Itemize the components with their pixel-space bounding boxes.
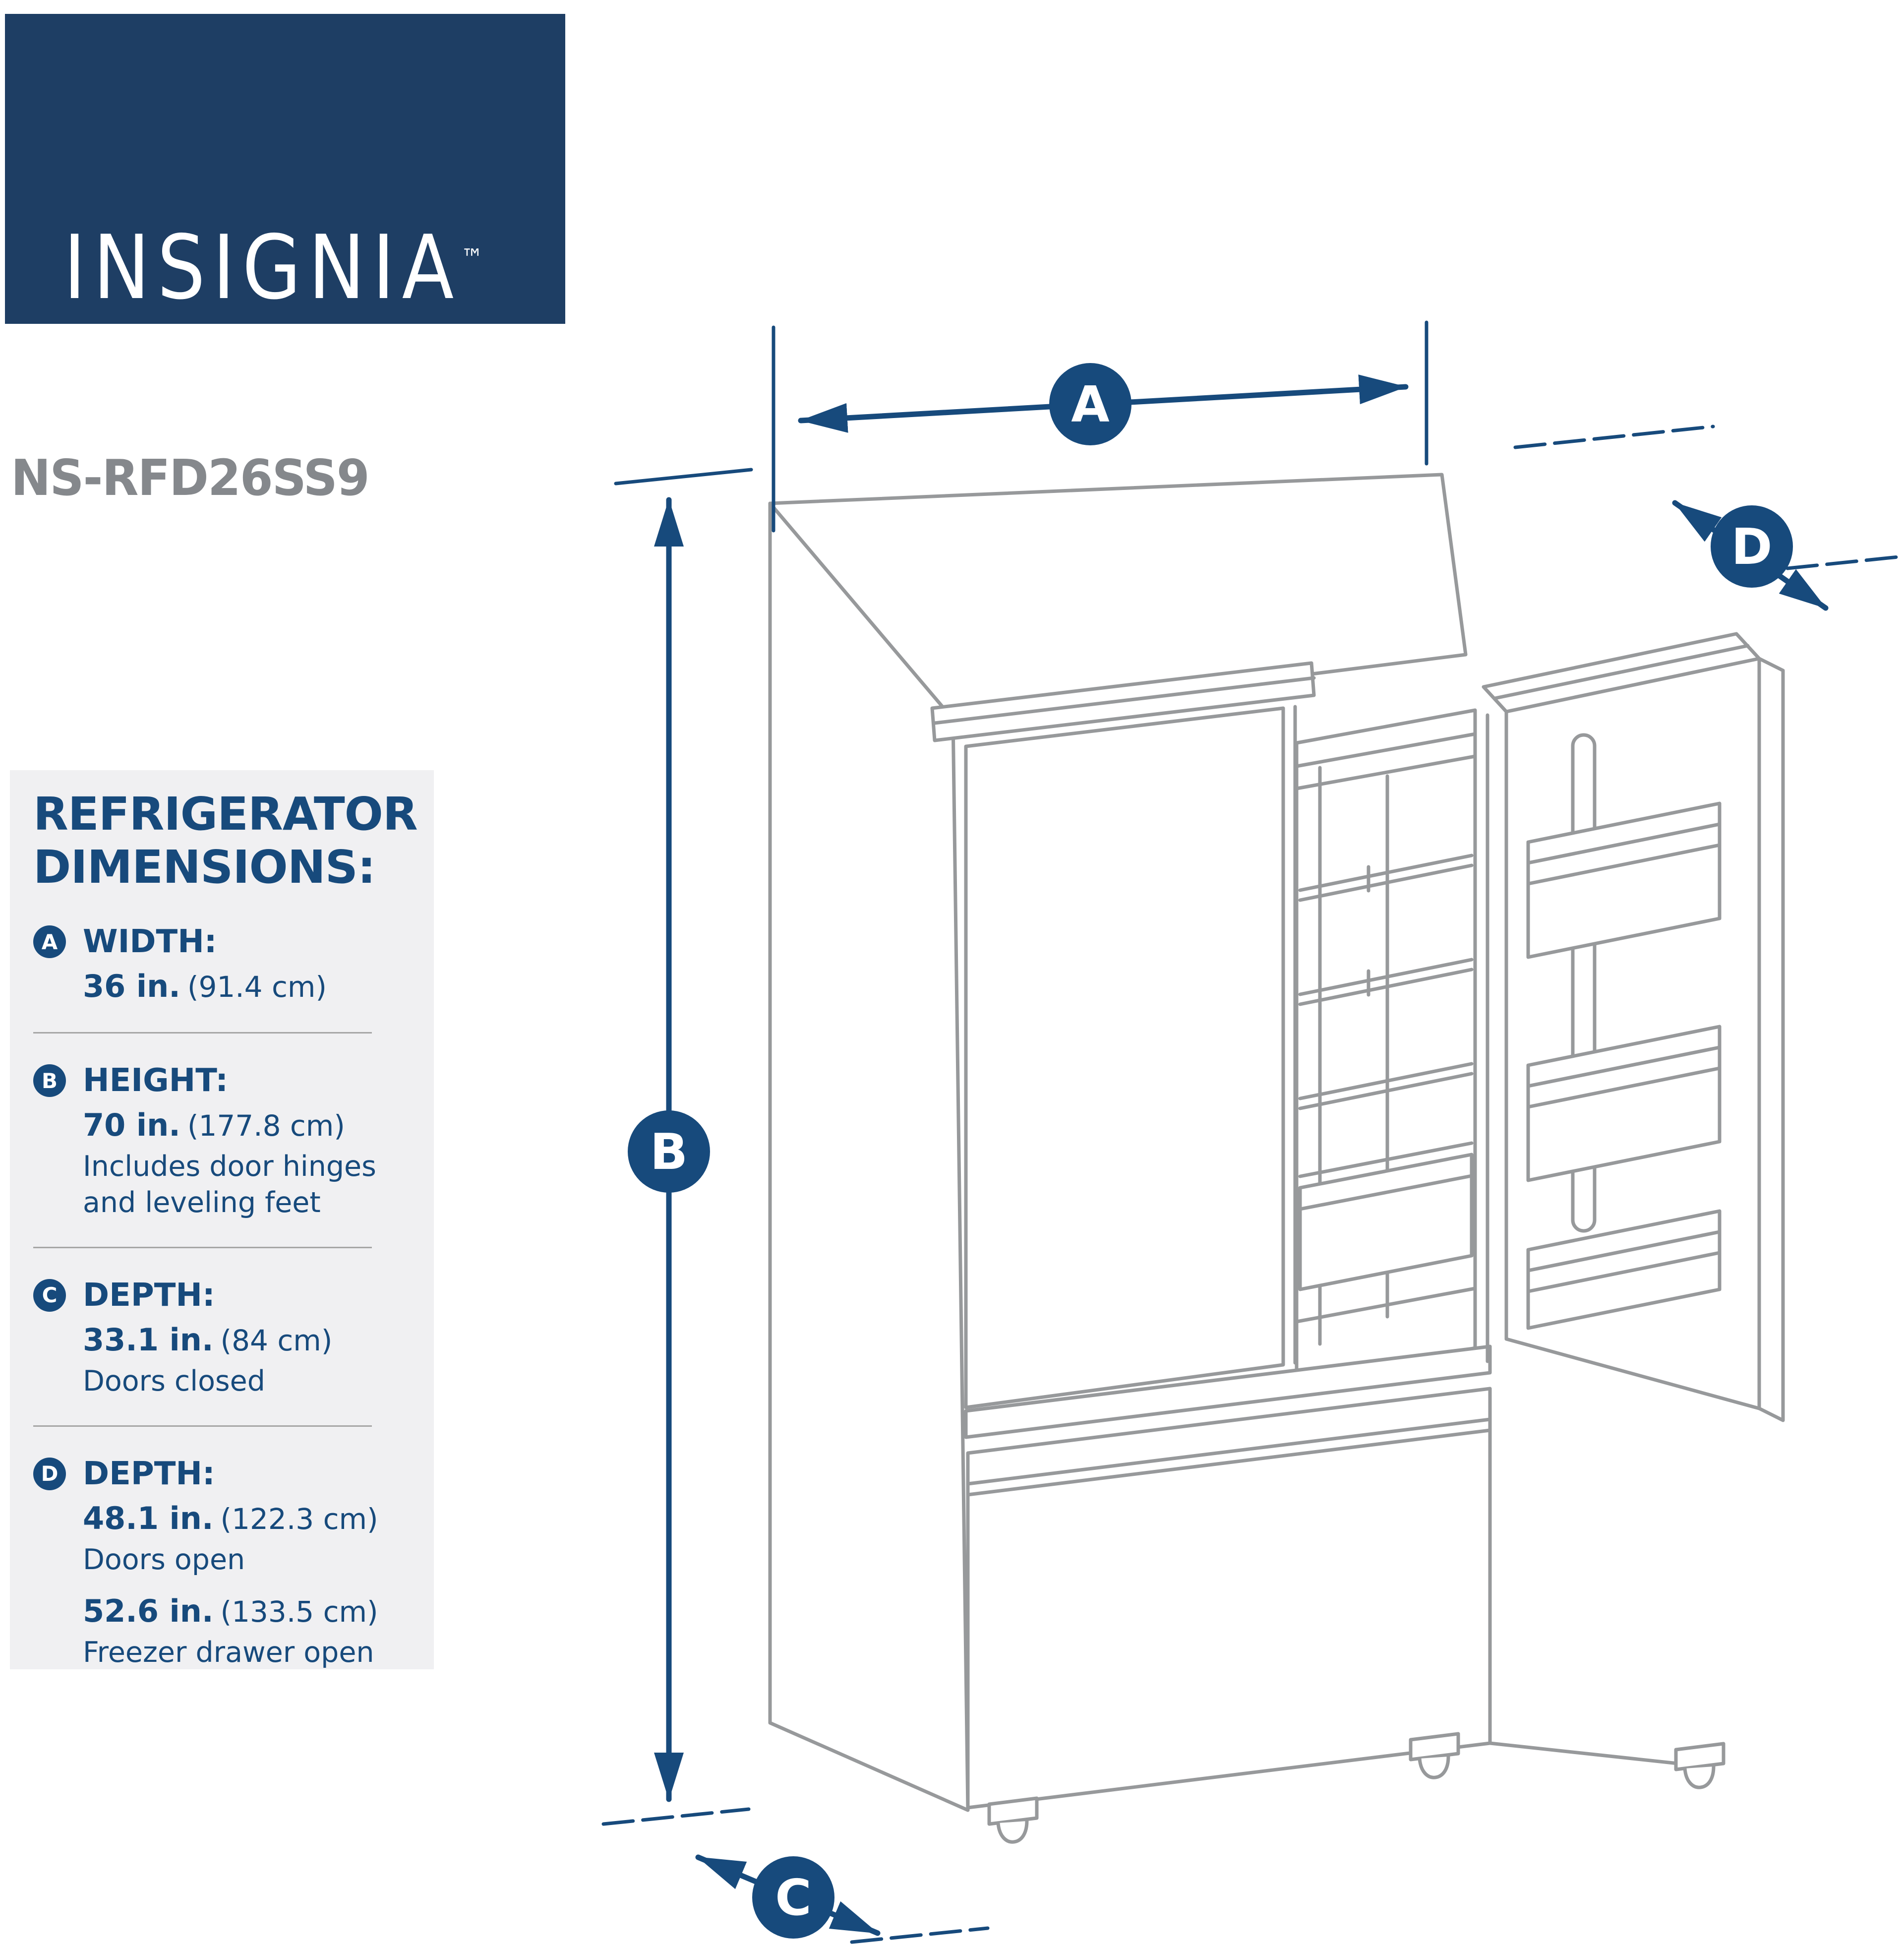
dim-circle-a: [1049, 363, 1131, 445]
spec-value-line: 33.1 in.(84 cm): [83, 1322, 414, 1358]
spec-value-line: 36 in.(91.4 cm): [83, 968, 414, 1004]
left-door-crown-groove: [933, 676, 1316, 725]
spec-value: 33.1 in.: [83, 1321, 214, 1358]
logo-wordmark: INSIGNIA™: [63, 216, 483, 319]
spec-metric: (91.4 cm): [187, 970, 327, 1004]
crisper-rim: [1298, 1174, 1474, 1211]
spec-metric: (84 cm): [220, 1323, 333, 1357]
leveling-foot: [987, 1796, 1039, 1844]
spec-value: 48.1 in.: [83, 1500, 214, 1536]
letter-badge-c: C: [33, 1279, 66, 1312]
spec-label: WIDTH:: [83, 923, 217, 961]
mid-rail: [964, 1344, 1492, 1439]
leveling-foot: [1674, 1742, 1726, 1789]
spec-label: DEPTH:: [83, 1277, 215, 1314]
open-door-thickness: [1757, 657, 1785, 1422]
dim-label-c: C: [775, 1869, 811, 1927]
leveling-foot: [1409, 1732, 1460, 1779]
shelf-1: [1298, 853, 1474, 902]
fridge-left-side: [768, 501, 970, 1812]
spec-value: 36 in.: [83, 968, 180, 1005]
spec-metric: (122.3 cm): [220, 1502, 378, 1536]
divider: [33, 1246, 372, 1248]
shelf-3: [1298, 1062, 1474, 1110]
crisper-drawer: [1298, 1141, 1474, 1291]
spec-note: Includes door hinges: [83, 1150, 376, 1183]
spec-label: HEIGHT:: [83, 1062, 228, 1099]
spec-metric: (133.5 cm): [220, 1594, 378, 1629]
interior-floor: [1295, 1286, 1477, 1324]
spec-entry-depth-closed: C DEPTH: 33.1 in.(84 cm) Doors closed: [33, 1277, 414, 1398]
letter-badge-a: A: [33, 925, 66, 959]
fridge-diagram: A B C D: [601, 320, 1904, 1944]
logo-text: INSIGNIA: [63, 216, 461, 319]
shelf-2: [1298, 958, 1474, 1006]
letter-badge-d: D: [33, 1457, 66, 1490]
spec-metric: (177.8 cm): [187, 1109, 345, 1143]
spec-label: DEPTH:: [83, 1455, 215, 1492]
divider: [33, 1032, 372, 1034]
door-bin: [1526, 801, 1722, 959]
open-door-crown-groove: [1493, 644, 1750, 700]
divider: [33, 1425, 372, 1427]
letter-badge-b: B: [33, 1064, 66, 1097]
spec-note: Freezer drawer open: [83, 1636, 374, 1669]
spec-value-line: 70 in.(177.8 cm): [83, 1107, 414, 1143]
spec-value-line: 52.6 in.(133.5 cm): [83, 1593, 414, 1629]
freezer-handle-groove: [966, 1417, 1492, 1497]
panel-heading-line1: REFRIGERATOR: [33, 788, 418, 841]
extension-line: [601, 1807, 751, 1826]
spec-entry-height: B HEIGHT: 70 in.(177.8 cm) Includes door…: [33, 1062, 414, 1219]
spec-note: and leveling feet: [83, 1186, 321, 1219]
interior-ceiling: [1295, 732, 1477, 791]
spec-entry-depth-open: D DEPTH: 48.1 in.(122.3 cm) Doors open 5…: [33, 1456, 414, 1669]
spec-value-line: 48.1 in.(122.3 cm): [83, 1500, 414, 1536]
spec-note: Doors open: [83, 1543, 245, 1576]
panel-heading-line2: DIMENSIONS:: [33, 840, 376, 894]
dimensions-panel: REFRIGERATOR DIMENSIONS: A WIDTH: 36 in.…: [10, 770, 434, 1669]
dim-label-a: A: [1071, 375, 1109, 433]
spec-value: 52.6 in.: [83, 1592, 214, 1629]
extension-line: [850, 1926, 990, 1944]
extension-line: [1785, 554, 1904, 570]
insignia-logo: INSIGNIA™: [5, 14, 565, 324]
spec-value: 70 in.: [83, 1107, 180, 1144]
dim-label-b: B: [650, 1123, 688, 1181]
left-door-closed: [964, 706, 1285, 1409]
door-bin: [1526, 1209, 1722, 1330]
spec-entry-width: A WIDTH: 36 in.(91.4 cm): [33, 923, 414, 1004]
cabinet-bottom-right-edge: [1488, 1741, 1708, 1768]
dim-circle-d: [1711, 505, 1793, 588]
panel-heading: REFRIGERATOR DIMENSIONS:: [33, 788, 418, 894]
extension-line: [614, 468, 753, 486]
spec-note: Doors closed: [83, 1364, 265, 1398]
dim-circle-b: [628, 1110, 710, 1193]
dim-label-d: D: [1731, 518, 1772, 576]
dim-circle-c: [752, 1856, 834, 1939]
door-bin: [1526, 1025, 1722, 1182]
model-number: NS-RFD26SS9: [11, 449, 370, 507]
trademark-symbol: ™: [461, 244, 483, 274]
extension-line: [1513, 425, 1715, 449]
